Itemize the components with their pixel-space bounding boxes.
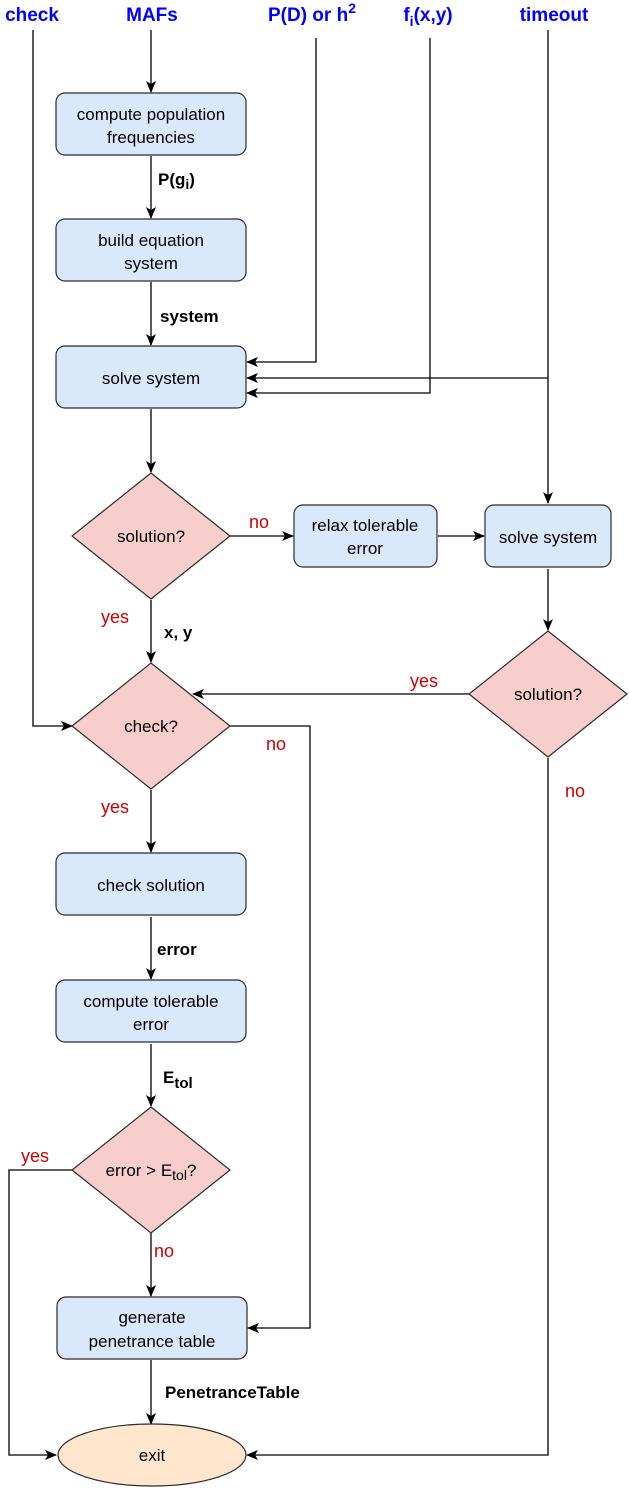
edge-label-error: error	[157, 940, 197, 959]
edge-label-system: system	[160, 307, 219, 326]
node-label: check?	[124, 717, 178, 736]
node-label: frequencies	[107, 128, 195, 147]
node-compute-tolerable-error: compute tolerable error	[55, 979, 247, 1043]
branch-label-solution-yes: yes	[101, 607, 129, 627]
node-label: error	[133, 1015, 169, 1034]
node-label: compute tolerable	[83, 992, 218, 1011]
input-mafs: MAFs	[126, 5, 178, 26]
node-label: solution?	[117, 527, 185, 546]
edges	[8, 30, 553, 1460]
branch-label-solution2-no: no	[565, 781, 585, 801]
node-label: solve system	[499, 528, 597, 547]
branch-label-solution2-yes: yes	[410, 671, 438, 691]
edge-label-xy: x, y	[164, 623, 193, 642]
node-label: check solution	[97, 876, 205, 895]
node-build-equation-system: build equation system	[55, 218, 247, 282]
branch-label-error-yes: yes	[21, 1146, 49, 1166]
node-label: error	[347, 539, 383, 558]
input-pd-or-h2: P(D) or h2	[268, 0, 356, 26]
node-label: solution?	[514, 685, 582, 704]
edge-label-etol: Etol	[163, 1068, 193, 1092]
node-label: generate	[118, 1308, 185, 1327]
node-label: build equation	[98, 231, 204, 250]
branch-label-check-yes: yes	[101, 797, 129, 817]
input-timeout: timeout	[520, 5, 589, 26]
node-label: solve system	[102, 369, 200, 388]
node-compute-population-frequencies: compute population frequencies	[55, 92, 247, 156]
node-generate-penetrance-table: generate penetrance table	[56, 1296, 248, 1360]
input-fi-xy: fi(x,y)	[403, 5, 452, 29]
edge-solution2-no-to-exit	[246, 758, 549, 1460]
edge-check-input-to-check	[32, 30, 73, 731]
branch-label-error-no: no	[154, 1241, 174, 1261]
node-solution-decision: solution?	[71, 472, 231, 600]
node-label: error > Etol?	[106, 1161, 197, 1183]
node-label: system	[124, 254, 178, 273]
node-label: relax tolerable	[312, 516, 419, 535]
node-relax-tolerable-error: relax tolerable error	[293, 504, 438, 568]
input-check: check	[5, 5, 59, 26]
node-label: penetrance table	[89, 1332, 216, 1351]
node-label: exit	[139, 1446, 166, 1465]
node-solve-system: solve system	[55, 345, 247, 409]
node-exit: exit	[57, 1423, 247, 1487]
edge-errorcmp-yes-to-exit	[8, 1169, 72, 1460]
branch-label-solution-no: no	[249, 512, 269, 532]
node-label: compute population	[77, 105, 225, 124]
node-check-decision: check?	[71, 662, 231, 790]
node-check-solution: check solution	[55, 852, 247, 916]
edge-pd-to-solve	[246, 38, 317, 367]
edge-label-pg: P(gi)	[158, 170, 195, 192]
edge-fi-to-solve	[246, 38, 431, 398]
node-solution-decision-2: solution?	[468, 630, 628, 758]
node-solve-system-2: solve system	[484, 504, 612, 568]
edge-check-no-to-generate	[230, 725, 311, 1333]
node-error-compare-decision: error > Etol?	[71, 1106, 231, 1234]
branch-label-check-no: no	[266, 734, 286, 754]
edge-label-penetrance-table: PenetranceTable	[165, 1383, 300, 1402]
